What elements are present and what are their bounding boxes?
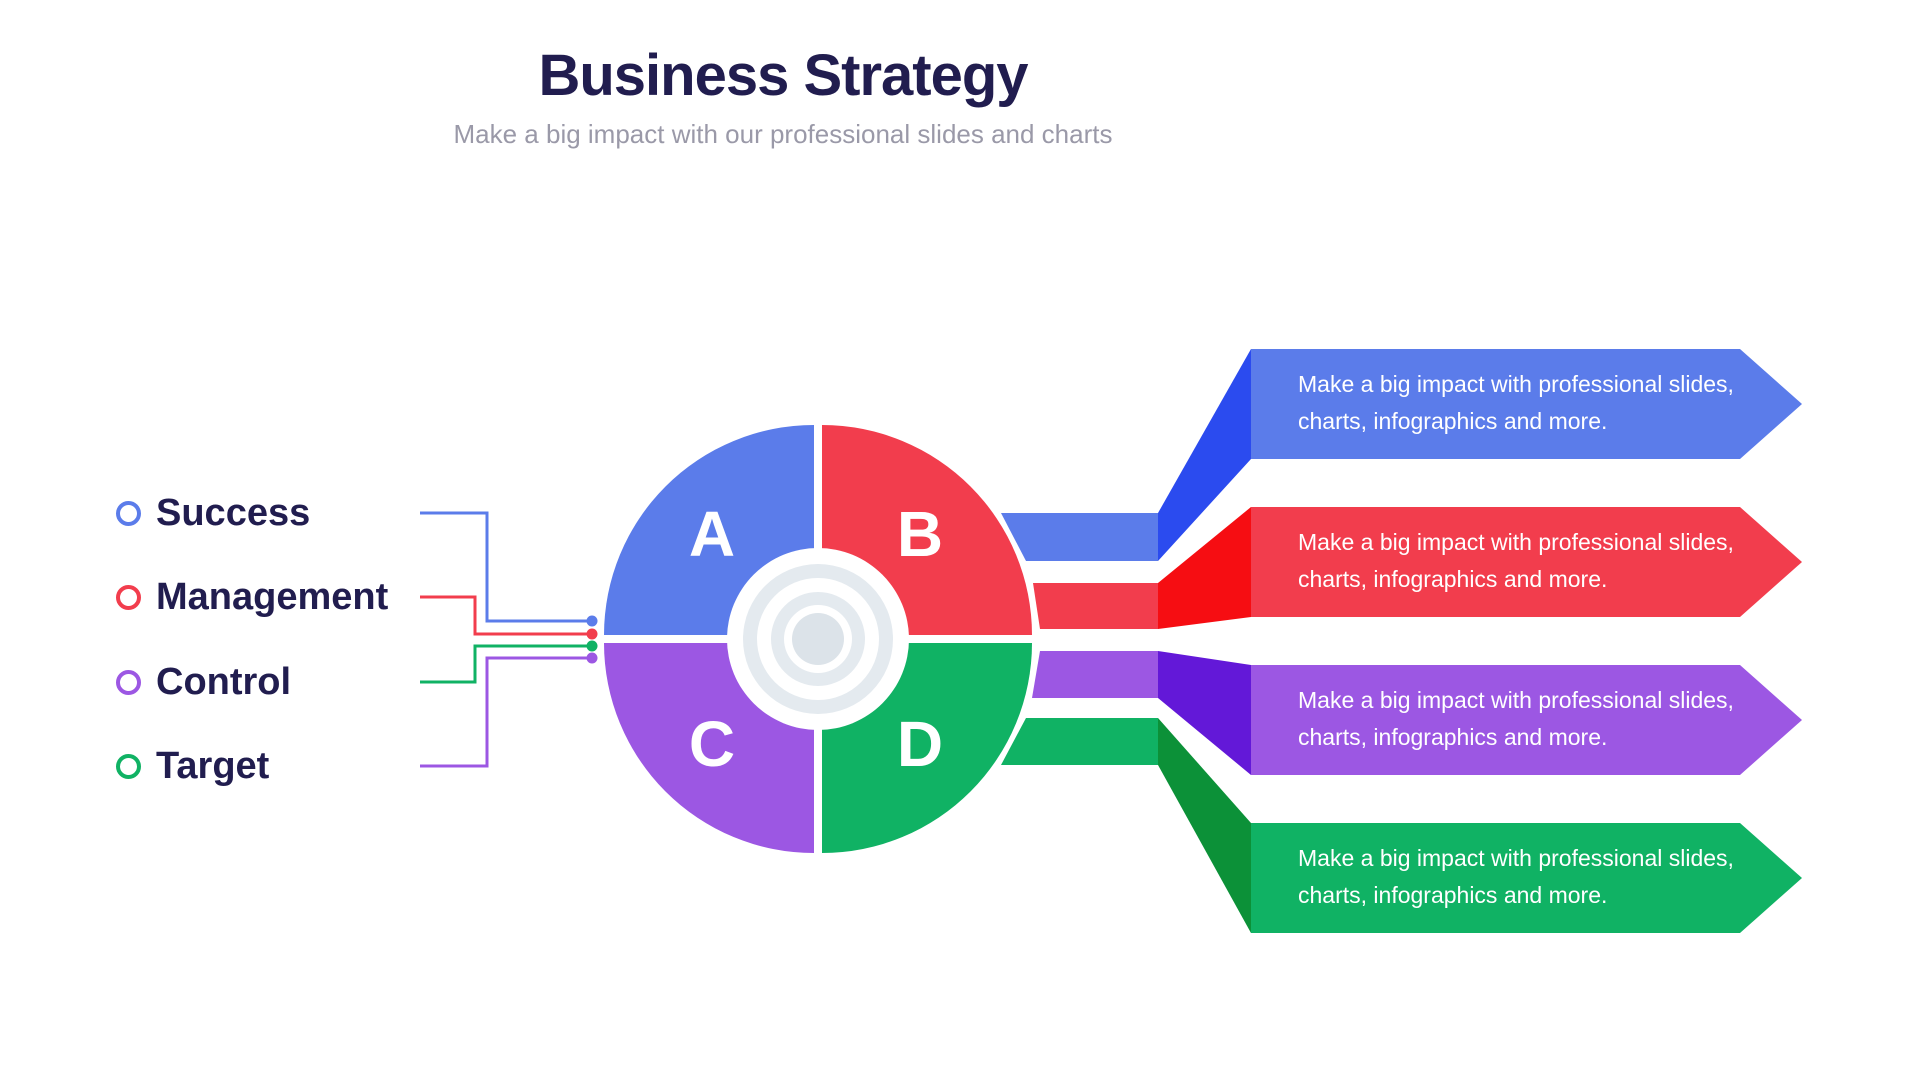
wheel-letter-a: A [689, 498, 735, 570]
connector-line-target [420, 656, 592, 768]
legend-item-management: Management [116, 570, 388, 624]
legend-marker-control-icon [116, 669, 141, 695]
banner-text-purple: Make a big impact with professional slid… [1298, 687, 1734, 750]
page-subtitle: Make a big impact with our professional … [453, 119, 1113, 149]
legend-label-control: Control [156, 660, 292, 703]
banner-arrow-blue [1251, 349, 1802, 459]
ribbon-band-green [1001, 718, 1158, 765]
legend-label-success: Success [156, 491, 311, 534]
wheel-letter-b: B [897, 498, 943, 570]
target-center [792, 613, 844, 665]
banner-text-blue: Make a big impact with professional slid… [1298, 371, 1734, 434]
ribbon-band-blue [1001, 513, 1158, 561]
target-bullseye-icon [727, 548, 909, 730]
banner-arrow-red [1251, 507, 1802, 617]
legend-marker-success-icon [116, 500, 141, 526]
legend-item-success: Success [116, 486, 310, 540]
ribbon-bend-purple [1158, 651, 1251, 775]
banner-text-green: Make a big impact with professional slid… [1298, 845, 1734, 908]
ribbon-bend-blue [1158, 349, 1251, 561]
legend-connector-lines [420, 511, 592, 768]
wheel-letter-c: C [689, 708, 735, 780]
connector-dot-success [586, 615, 598, 627]
connector-dot-control [586, 640, 598, 652]
ribbon-band-purple [1032, 651, 1158, 698]
legend-item-target: Target [116, 739, 269, 793]
page-title: Business Strategy [538, 43, 1028, 108]
connector-dot-target [586, 652, 598, 664]
header: Business Strategy Make a big impact with… [383, 40, 1183, 150]
ribbon-band-red [1033, 583, 1158, 629]
legend-item-control: Control [116, 655, 291, 709]
banner-arrow-green [1251, 823, 1802, 933]
connector-dot-management [586, 628, 598, 640]
ribbon-bend-green [1158, 718, 1251, 933]
connector-line-success [420, 511, 592, 623]
legend-label-management: Management [156, 575, 389, 618]
connector-line-management [420, 595, 592, 636]
banner-arrow-purple [1251, 665, 1802, 775]
legend-marker-management-icon [116, 584, 141, 610]
legend-label-target: Target [156, 744, 270, 787]
ribbon-bend-red [1158, 507, 1251, 629]
wheel-letter-d: D [897, 708, 943, 780]
connector-line-control [420, 644, 592, 684]
legend-marker-target-icon [116, 753, 141, 779]
banner-text-red: Make a big impact with professional slid… [1298, 529, 1734, 592]
